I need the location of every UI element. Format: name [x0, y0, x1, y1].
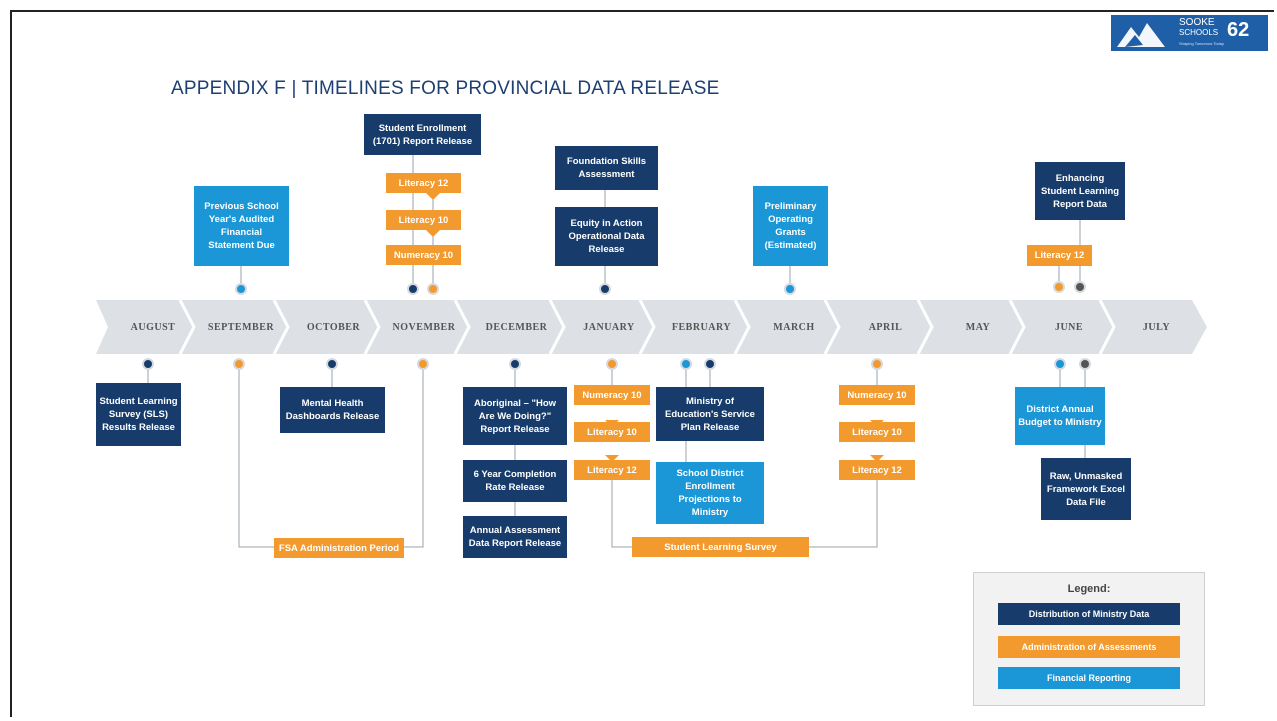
timeline-marker — [871, 358, 883, 370]
month-november: NOVEMBER — [392, 321, 456, 333]
page-title: APPENDIX F | TIMELINES FOR PROVINCIAL DA… — [171, 78, 720, 99]
logo-line2: SCHOOLS — [1179, 28, 1219, 37]
timeline-marker — [599, 283, 611, 295]
logo-tagline: Shaping Tomorrow Today — [1179, 41, 1224, 46]
event-jun-literacy-12: Literacy 12 — [1027, 245, 1092, 266]
month-august: AUGUST — [130, 321, 176, 333]
month-september: SEPTEMBER — [207, 321, 275, 333]
timeline-band — [96, 300, 1207, 354]
timeline-marker — [680, 358, 692, 370]
event-mar-operating-grants: Preliminary Operating Grants (Estimated) — [753, 186, 828, 266]
timeline-marker — [509, 358, 521, 370]
timeline-marker — [417, 358, 429, 370]
student-learning-survey-period: Student Learning Survey — [632, 537, 809, 557]
timeline-marker — [407, 283, 419, 295]
event-jan-equity-in-action: Equity in Action Operational Data Releas… — [555, 207, 658, 266]
legend: Legend: Distribution of Ministry Data Ad… — [973, 572, 1205, 706]
timeline-marker — [1079, 358, 1091, 370]
month-july: JULY — [1142, 321, 1171, 333]
timeline-marker — [233, 358, 245, 370]
event-oct-mental-health: Mental Health Dashboards Release — [280, 387, 385, 433]
month-december: DECEMBER — [485, 321, 548, 333]
month-march: MARCH — [773, 321, 815, 333]
event-dec-completion-rate: 6 Year Completion Rate Release — [463, 460, 567, 502]
slide-frame — [10, 10, 1274, 717]
timeline-marker — [1053, 281, 1065, 293]
legend-item-assessments: Administration of Assessments — [998, 636, 1180, 658]
timeline-marker — [142, 358, 154, 370]
timeline-marker — [1054, 358, 1066, 370]
event-apr-literacy-10: Literacy 10 — [839, 422, 915, 442]
event-jan-foundation-skills: Foundation Skills Assessment — [555, 146, 658, 190]
event-apr-numeracy-10: Numeracy 10 — [839, 385, 915, 405]
timeline-marker — [704, 358, 716, 370]
month-june: JUNE — [1054, 321, 1084, 333]
event-feb-service-plan: Ministry of Education's Service Plan Rel… — [656, 387, 764, 441]
event-jan-literacy-10: Literacy 10 — [574, 422, 650, 442]
month-january: JANUARY — [583, 321, 635, 333]
legend-title: Legend: — [1067, 583, 1111, 595]
timeline-marker — [606, 358, 618, 370]
event-feb-enrollment-projections: School District Enrollment Projections t… — [656, 462, 764, 524]
event-jan-literacy-12: Literacy 12 — [574, 460, 650, 480]
event-apr-literacy-12: Literacy 12 — [839, 460, 915, 480]
event-jan-numeracy-10: Numeracy 10 — [574, 385, 650, 405]
sooke-schools-logo: SOOKE 62 SCHOOLS Shaping Tomorrow Today — [1111, 15, 1268, 51]
timeline-marker — [1074, 281, 1086, 293]
event-aug-sls-results: Student Learning Survey (SLS) Results Re… — [96, 383, 181, 446]
event-nov-literacy-10: Literacy 10 — [386, 210, 461, 230]
month-april: APRIL — [868, 321, 903, 333]
event-nov-literacy-12: Literacy 12 — [386, 173, 461, 193]
logo-number: 62 — [1227, 19, 1250, 41]
event-jun-enhancing-student-learning: Enhancing Student Learning Report Data — [1035, 162, 1125, 220]
month-october: OCTOBER — [306, 321, 361, 333]
mountain-logo-icon — [1117, 23, 1165, 47]
event-nov-numeracy-10: Numeracy 10 — [386, 245, 461, 265]
logo-line1: SOOKE — [1179, 17, 1215, 28]
legend-item-financial: Financial Reporting — [998, 667, 1180, 689]
timeline-marker — [427, 283, 439, 295]
timeline-marker — [235, 283, 247, 295]
month-may: MAY — [965, 321, 991, 333]
legend-item-distribution: Distribution of Ministry Data — [998, 603, 1180, 625]
timeline-marker — [326, 358, 338, 370]
timeline-marker — [784, 283, 796, 295]
event-jun-raw-data-file: Raw, Unmasked Framework Excel Data File — [1041, 458, 1131, 520]
event-dec-annual-assessment: Annual Assessment Data Report Release — [463, 516, 567, 558]
event-jun-district-budget: District Annual Budget to Ministry — [1015, 387, 1105, 445]
month-february: FEBRUARY — [671, 321, 732, 333]
event-nov-student-enrollment: Student Enrollment (1701) Report Release — [364, 114, 481, 155]
event-dec-aboriginal-report: Aboriginal – "How Are We Doing?" Report … — [463, 387, 567, 445]
event-sep-financial-statement: Previous School Year's Audited Financial… — [194, 186, 289, 266]
fsa-administration-period: FSA Administration Period — [274, 538, 404, 558]
